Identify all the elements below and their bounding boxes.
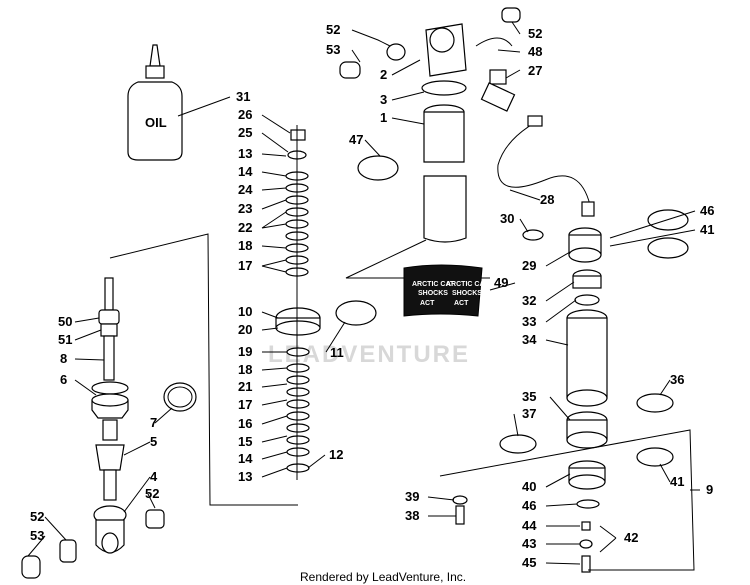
decal-right-line1: ARCTIC CAT xyxy=(446,281,489,288)
decal: ARCTIC CAT SHOCKS ACT ARCTIC CAT SHOCKS … xyxy=(403,264,489,317)
shock-body xyxy=(339,7,521,243)
callout-7: 7 xyxy=(150,415,157,430)
callout-41-b: 41 xyxy=(670,474,684,489)
callout-18-b: 18 xyxy=(238,362,252,377)
callout-2: 2 xyxy=(380,67,387,82)
callout-16: 16 xyxy=(238,416,252,431)
decal-right-line2: SHOCKS xyxy=(452,290,482,297)
shaft-assembly xyxy=(21,277,197,579)
callout-13-b: 13 xyxy=(238,469,252,484)
callout-42: 42 xyxy=(624,530,638,545)
callout-28: 28 xyxy=(540,192,554,207)
callout-38: 38 xyxy=(405,508,419,523)
callout-30: 30 xyxy=(500,211,514,226)
callout-46-b: 46 xyxy=(522,498,536,513)
callout-23: 23 xyxy=(238,201,252,216)
callout-22: 22 xyxy=(238,220,252,235)
callout-17-b: 17 xyxy=(238,397,252,412)
callout-12: 12 xyxy=(329,447,343,462)
callout-8: 8 xyxy=(60,351,67,366)
valve-stack xyxy=(275,129,377,473)
decal-left-logo: ACT xyxy=(420,300,435,307)
callout-4: 4 xyxy=(150,469,158,484)
callout-6: 6 xyxy=(60,372,67,387)
callout-24: 24 xyxy=(238,182,253,197)
callout-9: 9 xyxy=(706,482,713,497)
callout-52-a: 52 xyxy=(326,22,340,37)
callout-37: 37 xyxy=(522,406,536,421)
callout-29: 29 xyxy=(522,258,536,273)
callout-53-a: 53 xyxy=(326,42,340,57)
leader-lines xyxy=(27,21,700,565)
callout-34: 34 xyxy=(522,332,537,347)
callout-40: 40 xyxy=(522,479,536,494)
callout-14-a: 14 xyxy=(238,164,253,179)
oil-label: OIL xyxy=(145,115,167,130)
callout-20: 20 xyxy=(238,322,252,337)
callout-41-a: 41 xyxy=(700,222,714,237)
callout-17-a: 17 xyxy=(238,258,252,273)
callout-25: 25 xyxy=(238,125,252,140)
decal-left-line2: SHOCKS xyxy=(418,290,448,297)
callout-33: 33 xyxy=(522,314,536,329)
callout-labels: 52 53 2 3 1 47 52 48 27 28 46 30 41 29 4… xyxy=(30,22,714,570)
callout-39: 39 xyxy=(405,489,419,504)
callout-18-a: 18 xyxy=(238,238,252,253)
callout-52-d: 52 xyxy=(30,509,44,524)
callout-31: 31 xyxy=(236,89,250,104)
callout-27: 27 xyxy=(528,63,542,78)
callout-35: 35 xyxy=(522,389,536,404)
callout-52-c: 52 xyxy=(145,486,159,501)
callout-26: 26 xyxy=(238,107,252,122)
callout-43: 43 xyxy=(522,536,536,551)
callout-32: 32 xyxy=(522,293,536,308)
callout-46-a: 46 xyxy=(700,203,714,218)
callout-44: 44 xyxy=(522,518,537,533)
decal-left-line1: ARCTIC CAT xyxy=(412,281,455,288)
callout-48: 48 xyxy=(528,44,542,59)
callout-10: 10 xyxy=(238,304,252,319)
callout-14-b: 14 xyxy=(238,451,253,466)
callout-49: 49 xyxy=(494,275,508,290)
callout-51: 51 xyxy=(58,332,72,347)
callout-21: 21 xyxy=(238,379,252,394)
callout-52-b: 52 xyxy=(528,26,542,41)
callout-45: 45 xyxy=(522,555,536,570)
bracket-line-left xyxy=(109,233,298,506)
oil-bottle: OIL xyxy=(127,44,183,161)
callout-53-b: 53 xyxy=(30,528,44,543)
callout-5: 5 xyxy=(150,434,157,449)
bracket-line-bottom xyxy=(439,429,695,571)
footer-credit: Rendered by LeadVenture, Inc. xyxy=(300,570,466,584)
callout-13-a: 13 xyxy=(238,146,252,161)
callout-11: 11 xyxy=(330,345,344,360)
decal-right-logo: ACT xyxy=(454,300,469,307)
callout-50: 50 xyxy=(58,314,72,329)
callout-19: 19 xyxy=(238,344,252,359)
callout-15: 15 xyxy=(238,434,252,449)
callout-1: 1 xyxy=(380,110,387,125)
callout-36: 36 xyxy=(670,372,684,387)
callout-3: 3 xyxy=(380,92,387,107)
reservoir-assembly xyxy=(452,115,689,573)
callout-47: 47 xyxy=(349,132,363,147)
